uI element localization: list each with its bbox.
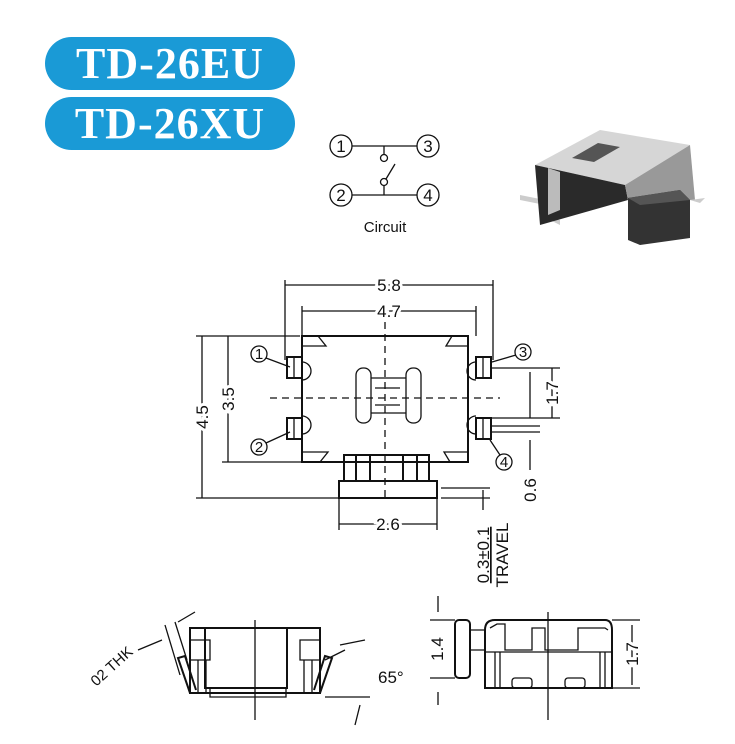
top-pin-2: 2 <box>255 439 263 456</box>
front-view: 02 THK 65° <box>88 611 404 726</box>
dim-travel-label: TRAVEL <box>493 523 512 588</box>
dim-pin-pitch: 1.7 <box>543 381 562 405</box>
dim-width-body: 4.7 <box>377 302 401 321</box>
pin-2-label: 2 <box>336 186 345 205</box>
dim-height-outer: 4.5 <box>193 405 212 429</box>
circuit-diagram: 1 2 3 4 Circuit <box>329 134 440 236</box>
dim-actuator-width: 2.6 <box>376 515 400 534</box>
model-badge-xu: TD-26XU <box>45 97 295 150</box>
dim-total-height: 1.7 <box>623 642 642 666</box>
dim-width-outer: 5.8 <box>377 276 401 295</box>
top-pin-3: 3 <box>519 344 527 361</box>
product-photo <box>520 130 705 245</box>
dim-actuator-height: 1.4 <box>428 637 447 661</box>
pin-1-label: 1 <box>336 137 345 156</box>
side-view: 1.4 1.7 <box>425 596 645 720</box>
model-badge-eu: TD-26EU <box>45 37 295 90</box>
top-view: 1 2 3 4 5.8 4.7 2.6 4.5 3.5 1.7 0.6 0.3±… <box>190 273 565 588</box>
dim-height-body: 3.5 <box>219 387 238 411</box>
pin-4-label: 4 <box>423 186 432 205</box>
circuit-label: Circuit <box>364 219 407 236</box>
top-pin-4: 4 <box>500 454 508 471</box>
top-pin-1: 1 <box>255 346 263 363</box>
dim-pin-width: 0.6 <box>521 478 540 502</box>
dim-travel-value: 0.3±0.1 <box>474 527 493 584</box>
dim-angle: 65° <box>378 668 404 687</box>
pin-3-label: 3 <box>423 137 432 156</box>
dim-thickness: 02 THK <box>88 643 137 689</box>
